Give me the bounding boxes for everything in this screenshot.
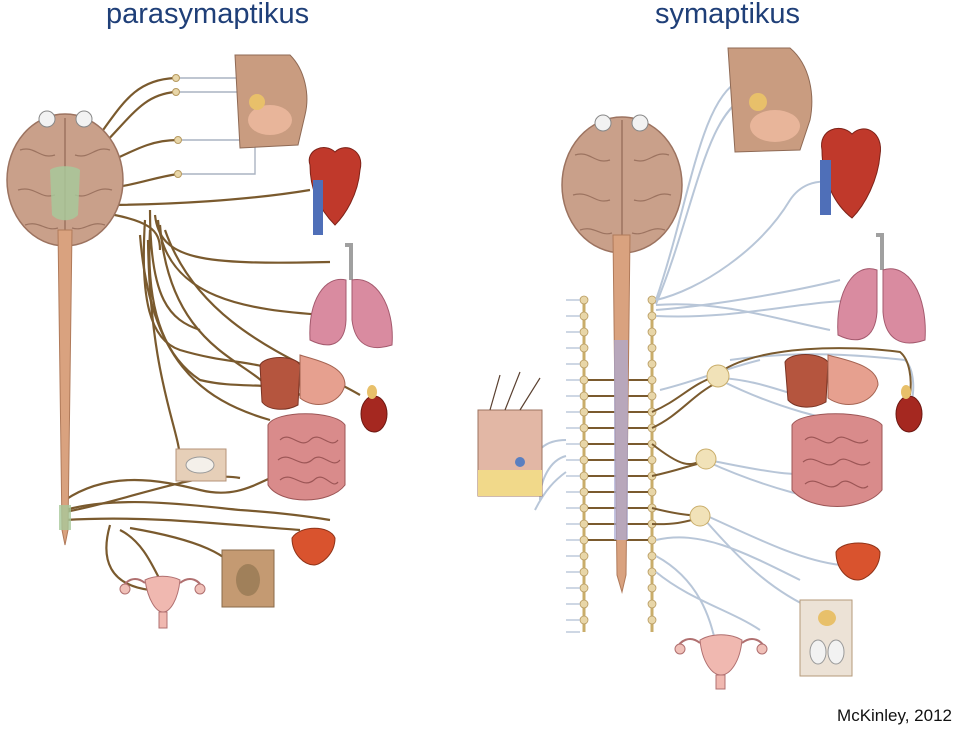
eye-icon xyxy=(631,114,649,132)
spinal-cord xyxy=(612,234,631,594)
eye-icon xyxy=(38,110,56,128)
uterus-icon xyxy=(119,575,206,629)
parasympathetic-title: parasymaptikus xyxy=(106,0,310,30)
spinal-cord xyxy=(57,229,73,546)
parasympathetic-nerves xyxy=(64,76,361,592)
skin-pinna-icon xyxy=(175,448,227,482)
eye-icon xyxy=(594,114,612,132)
sympathetic-panel xyxy=(477,47,926,690)
collateral-ganglia xyxy=(689,364,730,527)
genitals-icon xyxy=(221,549,275,608)
intestines-icon xyxy=(267,413,346,501)
heart-icon xyxy=(308,147,362,235)
parasympathetic-panel xyxy=(6,54,393,629)
brain-icon xyxy=(561,114,683,254)
lungs-icon xyxy=(309,243,393,349)
cranial-ganglia xyxy=(172,74,182,178)
kidney-icon xyxy=(895,385,923,433)
face-icon xyxy=(234,54,308,149)
bladder-icon xyxy=(291,527,336,566)
eye-icon xyxy=(75,110,93,128)
chain-side-ticks xyxy=(566,299,580,633)
skin-icon xyxy=(477,371,543,497)
sympathetic-title: symaptikus xyxy=(655,0,801,30)
stomach-liver-icon xyxy=(784,354,879,408)
kidney-icon xyxy=(360,385,388,433)
uterus-icon xyxy=(674,634,768,690)
lungs-icon xyxy=(837,233,926,344)
credit-caption: McKinley, 2012 xyxy=(837,706,952,725)
brain-icon xyxy=(6,110,124,247)
heart-icon xyxy=(820,128,881,219)
bladder-icon xyxy=(835,542,881,581)
genitals-icon xyxy=(799,599,853,677)
intestines-icon xyxy=(791,413,883,507)
face-icon xyxy=(727,47,813,153)
stomach-liver-icon xyxy=(259,354,346,410)
